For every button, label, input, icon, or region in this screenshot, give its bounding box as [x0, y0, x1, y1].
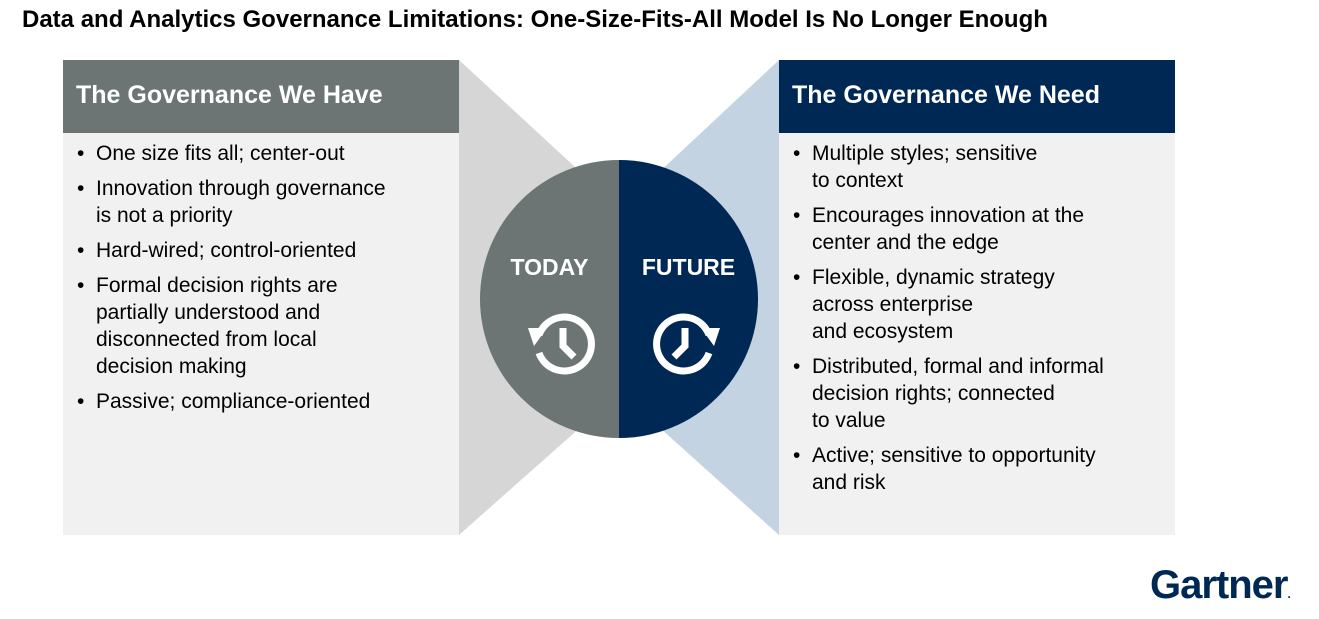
bullet-line: partially understood and	[96, 301, 321, 324]
bullet-line: One size fits all; center-out	[96, 142, 345, 165]
bullet-line: across enterprise	[812, 293, 974, 316]
bullet-item: Flexible, dynamic strategy across enterpr…	[793, 264, 1165, 345]
needed-governance-list: Multiple styles; sensitive to contextEnco…	[779, 133, 1175, 496]
bullet-line: Passive; compliance-oriented	[96, 390, 371, 413]
bullet-line: Hard-wired; control-oriented	[96, 239, 357, 262]
logo-text: Gartner	[1150, 563, 1288, 607]
bullet-line: Distributed, formal and informal	[812, 355, 1104, 378]
history-clock-icon	[528, 313, 595, 375]
bullet-item: Multiple styles; sensitive to context	[793, 140, 1165, 194]
bullet-item: Formal decision rights are partially unde…	[77, 272, 449, 380]
bullet-line: center and the edge	[812, 231, 999, 254]
logo-dot: .	[1287, 587, 1292, 601]
gartner-logo: Gartner.	[1150, 561, 1292, 618]
bullet-line: decision making	[96, 355, 247, 378]
bullet-item: Innovation through governance is not a pr…	[77, 175, 449, 229]
bullet-item: Distributed, formal and informal decision…	[793, 353, 1165, 434]
bullet-line: Multiple styles; sensitive	[812, 142, 1038, 165]
page-title: Data and Analytics Governance Limitation…	[22, 6, 1048, 33]
forward-clock-icon	[653, 313, 720, 375]
bullet-item: Hard-wired; control-oriented	[77, 237, 449, 264]
governance-we-have-panel: The Governance We Have One size fits all…	[63, 60, 459, 535]
bullet-line: Formal decision rights are	[96, 274, 338, 297]
today-future-circle: TODAY FUTURE	[480, 160, 758, 438]
bullet-line: is not a priority	[96, 204, 233, 227]
bullet-item: Encourages innovation at the center and t…	[793, 202, 1165, 256]
bullet-line: Encourages innovation at the	[812, 204, 1085, 227]
governance-we-need-header: The Governance We Need	[779, 60, 1175, 133]
bullet-line: and ecosystem	[812, 320, 954, 343]
bullet-item: Passive; compliance-oriented	[77, 388, 449, 415]
bullet-line: and risk	[812, 471, 886, 494]
bullet-line: to value	[812, 409, 886, 432]
bullet-line: Innovation through governance	[96, 177, 386, 200]
today-half: TODAY	[480, 160, 619, 438]
current-governance-list: One size fits all; center-outInnovation …	[63, 133, 459, 415]
bullet-line: Active; sensitive to opportunity	[812, 444, 1096, 467]
future-label: FUTURE	[641, 254, 736, 280]
bullet-line: to context	[812, 169, 904, 192]
governance-we-need-panel: The Governance We Need Multiple styles; …	[779, 60, 1175, 535]
future-half: FUTURE	[619, 160, 758, 438]
bullet-item: One size fits all; center-out	[77, 140, 449, 167]
bullet-line: Flexible, dynamic strategy	[812, 266, 1055, 289]
bullet-item: Active; sensitive to opportunity and risk	[793, 442, 1165, 496]
governance-we-have-header: The Governance We Have	[63, 60, 459, 133]
bullet-line: disconnected from local	[96, 328, 317, 351]
today-label: TODAY	[510, 254, 589, 280]
bullet-line: decision rights; connected	[812, 382, 1055, 405]
